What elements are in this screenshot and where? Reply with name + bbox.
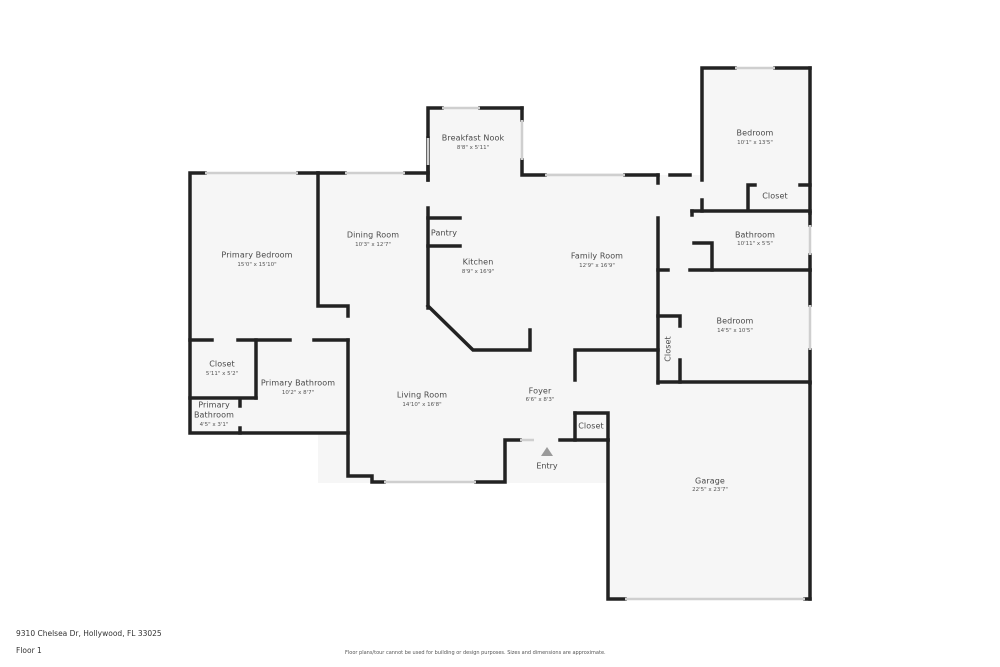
room-primary-bedroom-name: Primary Bedroom: [221, 250, 293, 260]
room-kitchen-dims: 8'9" x 16'9": [461, 269, 495, 275]
room-primary-bathroom-name: Primary Bathroom: [260, 378, 336, 388]
room-garage-dims: 22'5" x 23'7": [692, 487, 728, 493]
room-foyer-dims: 6'6" x 8'3": [525, 397, 555, 403]
room-foyer-name: Foyer: [528, 386, 552, 396]
room-primary-bathroom-dims: 10'2" x 8'7": [281, 390, 315, 396]
walls: [188, 66, 812, 601]
room-bedroom-2-name: Bedroom: [716, 316, 754, 326]
room-dining-room-dims: 10'3" x 12'7": [355, 242, 391, 248]
room-primary-bathroom-2-line1: Primary: [198, 400, 230, 410]
room-bathroom-dims: 10'11" x 5'5": [737, 241, 773, 247]
room-closet-primary-name: Closet: [209, 359, 235, 369]
entry-arrow-icon: [541, 447, 553, 456]
room-living-room-dims: 14'10" x 16'8": [402, 402, 442, 408]
room-living-room-name: Living Room: [396, 390, 448, 400]
windows: [205, 66, 812, 601]
room-garage-name: Garage: [695, 476, 725, 486]
room-bedroom-2-dims: 14'5" x 10'5": [717, 328, 753, 334]
room-primary-bathroom-2-dims: 4'5" x 3'1": [199, 422, 229, 428]
entry-label: Entry: [536, 461, 558, 471]
address: 9310 Chelsea Dr, Hollywood, FL 33025: [16, 629, 162, 638]
room-bedroom-1-name: Bedroom: [736, 128, 774, 138]
room-breakfast-nook-dims: 8'8" x 5'11": [456, 145, 490, 151]
room-closet-primary-dims: 5'11" x 5'2": [205, 371, 239, 377]
room-closet-foyer-name: Closet: [578, 421, 604, 431]
room-kitchen-name: Kitchen: [462, 257, 494, 267]
room-breakfast-nook-name: Breakfast Nook: [441, 133, 505, 143]
room-dining-room-name: Dining Room: [346, 230, 400, 240]
room-closet-bedroom-2-name: Closet: [663, 336, 673, 362]
room-primary-bathroom-2-line2: Bathroom: [193, 410, 235, 420]
room-closet-bedroom-1-name: Closet: [762, 191, 788, 201]
room-primary-bedroom-dims: 15'0" x 15'10": [237, 262, 277, 268]
room-bedroom-1-dims: 10'1" x 13'5": [737, 140, 773, 146]
disclaimer: Floor plans/tour cannot be used for buil…: [345, 650, 606, 656]
room-bathroom-name: Bathroom: [734, 230, 776, 240]
room-family-room-name: Family Room: [570, 251, 624, 261]
room-family-room-dims: 12'9" x 16'9": [579, 263, 615, 269]
floor-label: Floor 1: [16, 646, 42, 655]
room-pantry-name: Pantry: [430, 228, 458, 238]
floor-fill: [190, 68, 810, 599]
